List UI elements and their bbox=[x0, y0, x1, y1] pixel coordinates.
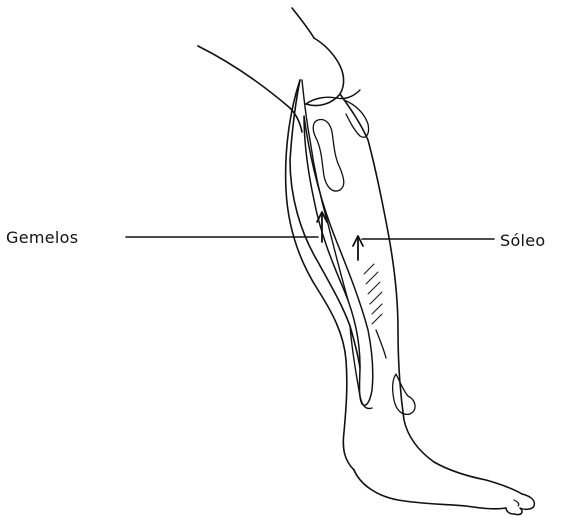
lower-tibia-bone bbox=[393, 374, 415, 414]
calf-back-outline bbox=[286, 80, 354, 470]
toe-detail bbox=[514, 500, 519, 506]
thigh-outline bbox=[198, 46, 302, 132]
soleo-hatch-4 bbox=[370, 292, 382, 304]
toes bbox=[506, 494, 534, 515]
soleo-hatch-2 bbox=[366, 272, 378, 284]
thigh-outline-right bbox=[292, 8, 314, 38]
heel-outline bbox=[354, 470, 506, 509]
shin-front-outline bbox=[340, 94, 434, 462]
soleo-hatch-1 bbox=[364, 264, 374, 274]
soleo-label: Sóleo bbox=[500, 231, 546, 250]
soleo-hatch-6 bbox=[372, 314, 382, 324]
malleolus-bone bbox=[376, 330, 386, 358]
knee-joint-line bbox=[306, 90, 360, 104]
soleo-hatch-5 bbox=[372, 304, 382, 314]
knee-condyle bbox=[306, 38, 344, 106]
foot-top-outline bbox=[434, 462, 522, 494]
gemelos-label: Gemelos bbox=[6, 228, 78, 247]
soleo-hatch-3 bbox=[368, 282, 380, 294]
gemelos-muscle-inner bbox=[302, 80, 348, 300]
gemelos-muscle bbox=[290, 80, 360, 368]
soleo-muscle bbox=[304, 116, 373, 405]
